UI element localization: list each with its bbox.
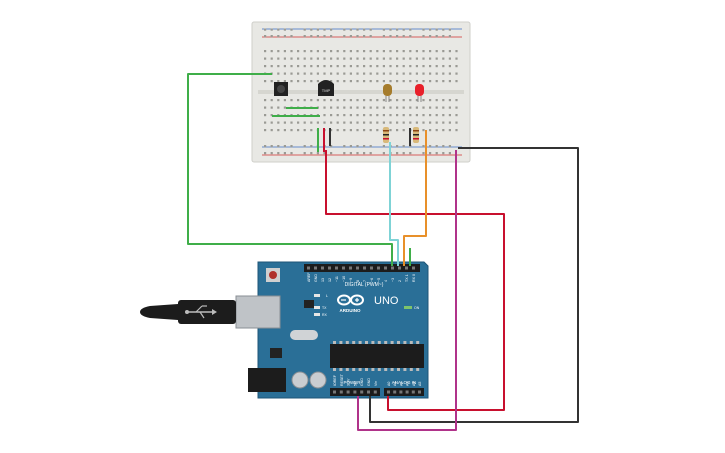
analog-pin-label: A5	[418, 382, 422, 386]
infinity-logo-icon	[337, 294, 364, 306]
led-on-label: ON	[414, 306, 420, 310]
led-l-label: L	[326, 294, 328, 298]
analog-header-label: ANALOG IN	[392, 380, 417, 385]
wire-green	[187, 73, 393, 266]
digital-pin-label: ~6	[370, 278, 374, 282]
wire-magenta	[357, 150, 457, 431]
push-button[interactable]	[274, 82, 288, 96]
digital-header-label: DIGITAL (PWM~)	[345, 282, 384, 288]
power-pin-label: GND	[367, 378, 371, 386]
wire-red	[325, 150, 505, 411]
analog-pin-label: A2	[399, 382, 403, 386]
power-pin-label: RESET	[340, 373, 344, 386]
analog-pin-label: A3	[406, 382, 410, 386]
led-tx-label: TX	[322, 306, 327, 310]
digital-pin-label: GND	[314, 274, 318, 282]
atmega-chip	[330, 344, 424, 368]
power-pin-label: 3.3V	[347, 378, 351, 386]
resistor-2	[413, 127, 419, 143]
analog-header	[384, 388, 424, 396]
tmp-sensor: TMP	[318, 80, 334, 96]
wires	[187, 73, 579, 431]
led-red	[415, 84, 424, 102]
digital-pin-label: TX 1	[405, 274, 409, 282]
resistor-1	[383, 127, 389, 143]
analog-pin-label: A0	[387, 382, 391, 386]
wire-orange	[403, 130, 427, 266]
usb-icon	[185, 305, 217, 319]
digital-pin-label: 13	[321, 278, 325, 282]
board-brand-label: UNO	[374, 295, 399, 307]
wire-teal	[389, 142, 399, 266]
arduino-logo-text: ARDUINO	[340, 308, 361, 313]
power-header-label: POWER	[343, 380, 361, 385]
power-pin-label: Vin	[374, 381, 378, 386]
digital-pin-label: 2	[398, 280, 402, 282]
digital-pin-label: AREF	[307, 272, 311, 282]
digital-pin-label: 8	[356, 280, 360, 282]
analog-pin-label: A4	[412, 382, 416, 386]
wire-black	[369, 147, 579, 423]
digital-pin-label: ~5	[377, 278, 381, 282]
tmp-sensor-label: TMP	[322, 88, 331, 93]
digital-pin-label: 12	[328, 278, 332, 282]
power-jack	[248, 368, 286, 392]
digital-pin-label: RX 0	[412, 274, 416, 282]
digital-pin-label: 4	[384, 280, 388, 282]
digital-pin-label: ~3	[391, 278, 395, 282]
power-pin-label: GND	[360, 378, 364, 386]
led-amber	[383, 84, 392, 102]
analog-pin-label: A1	[393, 382, 397, 386]
digital-pin-label: ~10	[342, 276, 346, 282]
digital-header	[304, 264, 420, 272]
power-pin-label: 5V	[353, 381, 357, 386]
digital-pin-label: 7	[363, 280, 367, 282]
usb-connector	[235, 295, 281, 329]
led-rx-label: RX	[322, 313, 328, 317]
digital-pin-label: ~9	[349, 278, 353, 282]
digital-pin-label: ~11	[335, 276, 339, 282]
power-pin-label: IOREF	[333, 374, 337, 386]
usb-cable	[140, 300, 236, 324]
